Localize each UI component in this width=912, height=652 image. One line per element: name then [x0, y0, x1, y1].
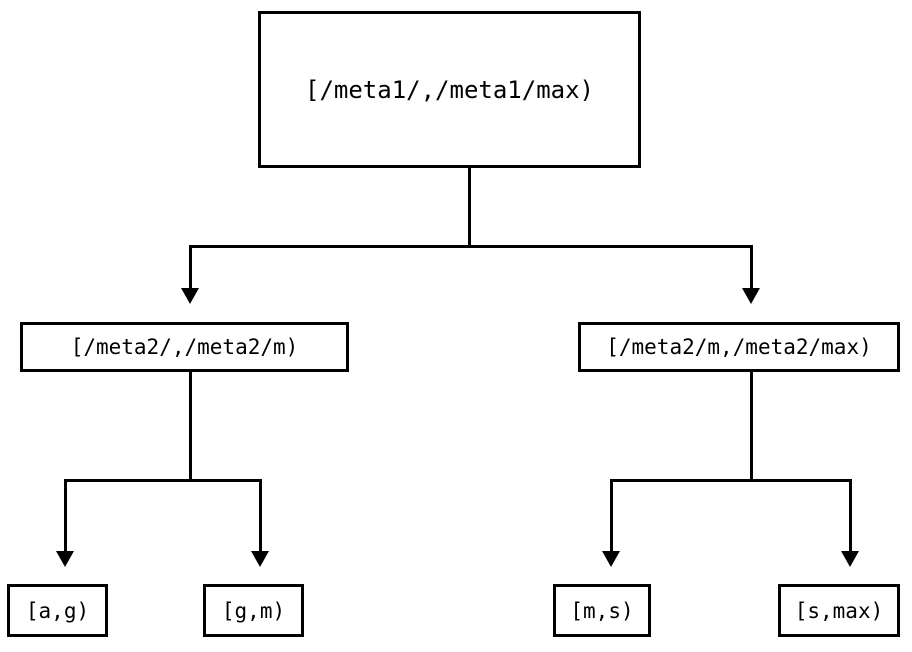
arrowhead-leaf-ag — [56, 551, 74, 567]
node-leaf-ag-label: [a,g) — [25, 598, 90, 623]
edge-root-stem — [468, 168, 471, 247]
node-mid-left: [/meta2/,/meta2/m) — [20, 322, 349, 372]
edge-root-to-mid-left — [189, 245, 192, 288]
node-leaf-ag: [a,g) — [7, 584, 108, 637]
node-leaf-ms-label: [m,s) — [570, 598, 634, 623]
node-mid-right: [/meta2/m,/meta2/max) — [578, 322, 900, 372]
node-leaf-gm-label: [g,m) — [221, 598, 286, 623]
node-root: [/meta1/,/meta1/max) — [258, 11, 641, 168]
node-mid-right-label: [/meta2/m,/meta2/max) — [606, 335, 872, 359]
edge-root-crossbar — [189, 245, 753, 248]
edge-to-leaf-smax — [849, 479, 852, 551]
arrowhead-leaf-ms — [602, 551, 620, 567]
arrowhead-leaf-gm — [251, 551, 269, 567]
arrowhead-mid-right — [742, 288, 760, 304]
arrowhead-leaf-smax — [841, 551, 859, 567]
edge-mid-right-crossbar — [610, 479, 852, 482]
edge-mid-left-crossbar — [64, 479, 262, 482]
edge-to-leaf-ms — [610, 479, 613, 551]
edge-root-to-mid-right — [750, 245, 753, 288]
node-leaf-ms: [m,s) — [553, 584, 651, 637]
edge-mid-right-stem — [750, 372, 753, 482]
arrowhead-mid-left — [181, 288, 199, 304]
edge-to-leaf-ag — [64, 479, 67, 551]
edge-to-leaf-gm — [259, 479, 262, 551]
node-leaf-smax: [s,max) — [778, 584, 900, 637]
node-mid-left-label: [/meta2/,/meta2/m) — [70, 335, 299, 359]
node-root-label: [/meta1/,/meta1/max) — [305, 75, 594, 104]
node-leaf-smax-label: [s,max) — [794, 598, 884, 623]
node-leaf-gm: [g,m) — [203, 584, 304, 637]
edge-mid-left-stem — [189, 372, 192, 482]
